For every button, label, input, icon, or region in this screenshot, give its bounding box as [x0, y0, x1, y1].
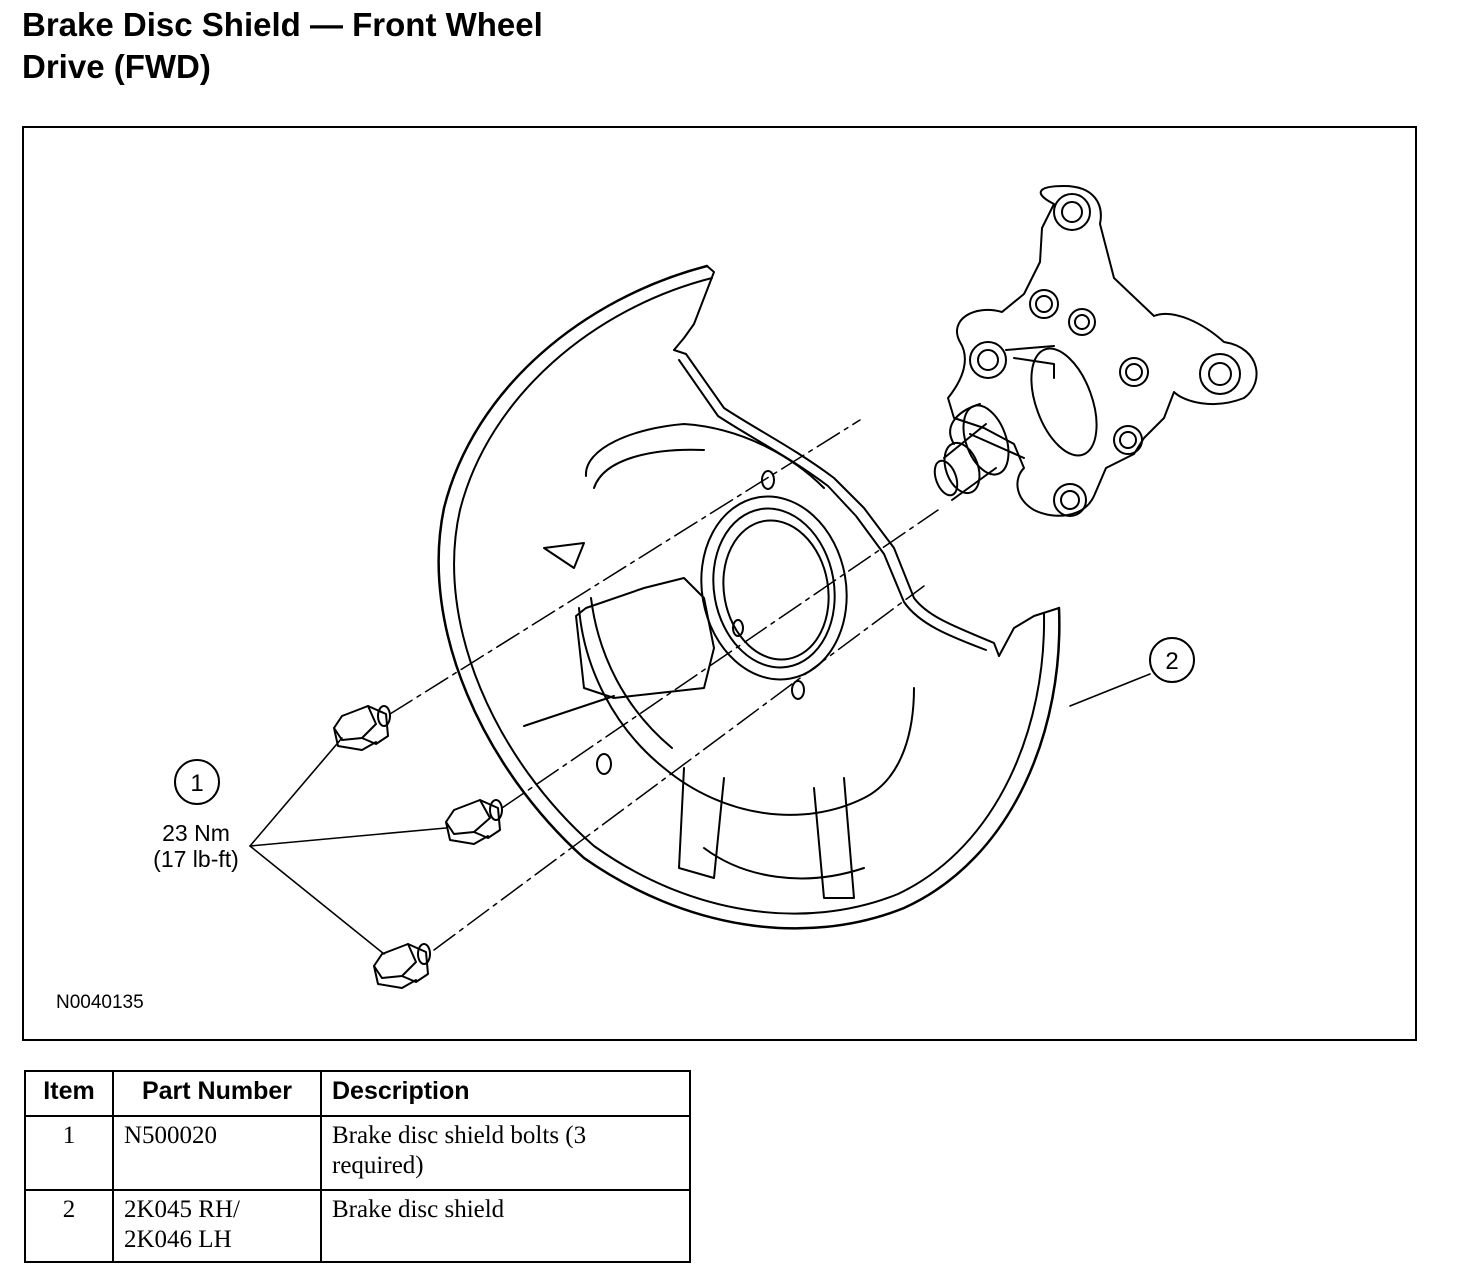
torque-imperial: (17 lb-ft) — [153, 846, 239, 872]
title-line-2: Drive (FWD) — [22, 48, 211, 85]
callout-circle-2 — [1149, 637, 1195, 683]
figure-frame: 1 2 23 Nm (17 lb-ft) N0040135 — [22, 126, 1417, 1041]
parts-table: Item Part Number Description 1 N500020 B… — [24, 1070, 691, 1263]
cell-description: Brake disc shield bolts (3 required) — [320, 1115, 691, 1191]
brake-disc-shield — [437, 264, 1061, 930]
shield-bolt-upper — [333, 705, 391, 751]
table-header-row: Item Part Number Description — [24, 1070, 691, 1117]
callout-number-2: 2 — [1165, 648, 1178, 675]
cell-part-number: 2K045 RH/ 2K046 LH — [112, 1189, 322, 1263]
cell-item: 2 — [24, 1189, 114, 1263]
table-row: 1 N500020 Brake disc shield bolts (3 req… — [24, 1115, 691, 1191]
callout-circle-1 — [174, 759, 220, 805]
shield-bolt-lower — [373, 943, 431, 989]
header-item: Item — [24, 1070, 114, 1117]
wheel-spindle — [933, 185, 1258, 517]
cell-description: Brake disc shield — [320, 1189, 691, 1263]
shield-bolt-middle — [445, 799, 503, 845]
table-row: 2 2K045 RH/ 2K046 LH Brake disc shield — [24, 1189, 691, 1263]
torque-metric: 23 Nm — [162, 820, 230, 846]
cell-item: 1 — [24, 1115, 114, 1191]
center-lines — [389, 419, 939, 951]
header-part-number: Part Number — [112, 1070, 322, 1117]
exploded-view-illustration: 1 2 — [174, 185, 1258, 989]
page-title: Brake Disc Shield — Front Wheel Drive (F… — [22, 4, 722, 88]
header-description: Description — [320, 1070, 691, 1117]
title-line-1: Brake Disc Shield — Front Wheel — [22, 6, 543, 43]
figure-id: N0040135 — [56, 992, 144, 1013]
callout-number-1: 1 — [190, 770, 203, 797]
leader-lines — [249, 673, 1151, 955]
torque-spec: 23 Nm (17 lb-ft) — [136, 820, 256, 872]
cell-part-number: N500020 — [112, 1115, 322, 1191]
